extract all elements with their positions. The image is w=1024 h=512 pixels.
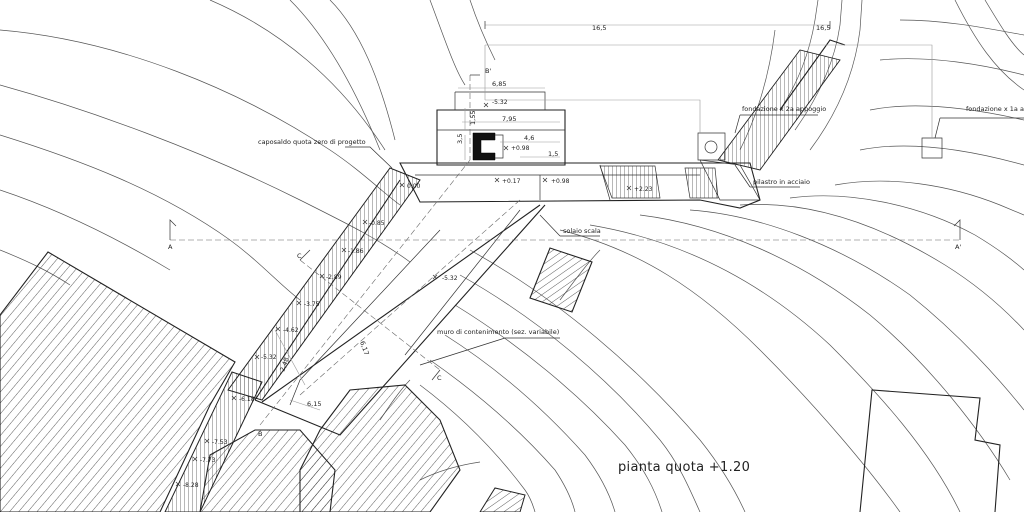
- section-line-c: [299, 249, 441, 381]
- level-m462: -4.62: [283, 327, 299, 334]
- upper-stairs: [699, 39, 846, 201]
- level-p098-b: +0.98: [551, 178, 570, 185]
- leader-lines: [345, 114, 1024, 366]
- level-markers: [175, 102, 632, 487]
- section-mark-b-bottom: B: [258, 430, 262, 438]
- level-p017: +0.17: [502, 178, 521, 185]
- section-line-a: [169, 219, 961, 241]
- label-solaio: solaio scala: [563, 227, 601, 235]
- dim-7-95: 7,95: [502, 115, 516, 123]
- dim-16-5: 16,5: [592, 24, 606, 32]
- dim-3-5: 3,5: [456, 134, 464, 144]
- level-m532-top: -5.32: [492, 99, 508, 106]
- dim-1-55: 1,55: [469, 111, 477, 125]
- building-block-left: [0, 251, 236, 512]
- building-outline-right: [859, 389, 1001, 512]
- level-m375: -3.75: [304, 301, 320, 308]
- dim-16-5-cut: 16,5: [816, 24, 830, 32]
- section-mark-b-top: B': [485, 67, 491, 75]
- label-fondazione-2: fondazione x 2a appoggio: [742, 105, 826, 113]
- label-caposaldo: caposaldo quota zero di progetto: [258, 138, 366, 146]
- label-muro: muro di contenimento (sez. variabile): [437, 328, 559, 336]
- existing-buildings: [0, 247, 1001, 512]
- level-m289: -2.89: [326, 274, 342, 281]
- level-m186: -1.86: [348, 248, 364, 255]
- section-mark-a-right: A': [955, 243, 961, 251]
- section-mark-a-left: A: [168, 243, 173, 251]
- section-line-b: [259, 74, 480, 426]
- level-m773: -7.73: [200, 457, 216, 464]
- dim-6-17: 6,17: [358, 340, 370, 356]
- dim-6-15: 6,15: [307, 400, 321, 408]
- level-m753: -7.53: [212, 439, 228, 446]
- level-m828: -8.28: [183, 482, 199, 489]
- label-pilastro: pilastro in acciaio: [753, 178, 810, 186]
- level-m532-low: -5.32: [261, 354, 277, 361]
- dim-1-5: 1,5: [548, 150, 558, 158]
- level-p223: +2.23: [634, 186, 653, 193]
- building-block-edge: [479, 487, 526, 512]
- main-structure: [164, 44, 943, 512]
- drawing-title: pianta quota +1.20: [618, 460, 750, 475]
- level-m532-mid: -5.32: [442, 275, 458, 282]
- level-m085: -0.85: [369, 220, 385, 227]
- building-block-center: [199, 429, 336, 512]
- dimension-lines: [274, 21, 831, 411]
- level-p098-a: +0.98: [511, 145, 530, 152]
- level-m618: -6.18: [239, 396, 255, 403]
- label-fondazione-1: fondazione x 1a ap: [966, 105, 1024, 113]
- dim-4-6: 4,6: [524, 134, 534, 142]
- section-mark-c-top: C: [297, 252, 302, 260]
- dim-6-85: 6,85: [492, 80, 506, 88]
- level-000: 0.00: [407, 183, 421, 190]
- section-mark-c-bottom: C: [437, 374, 442, 382]
- building-block-small: [529, 247, 593, 313]
